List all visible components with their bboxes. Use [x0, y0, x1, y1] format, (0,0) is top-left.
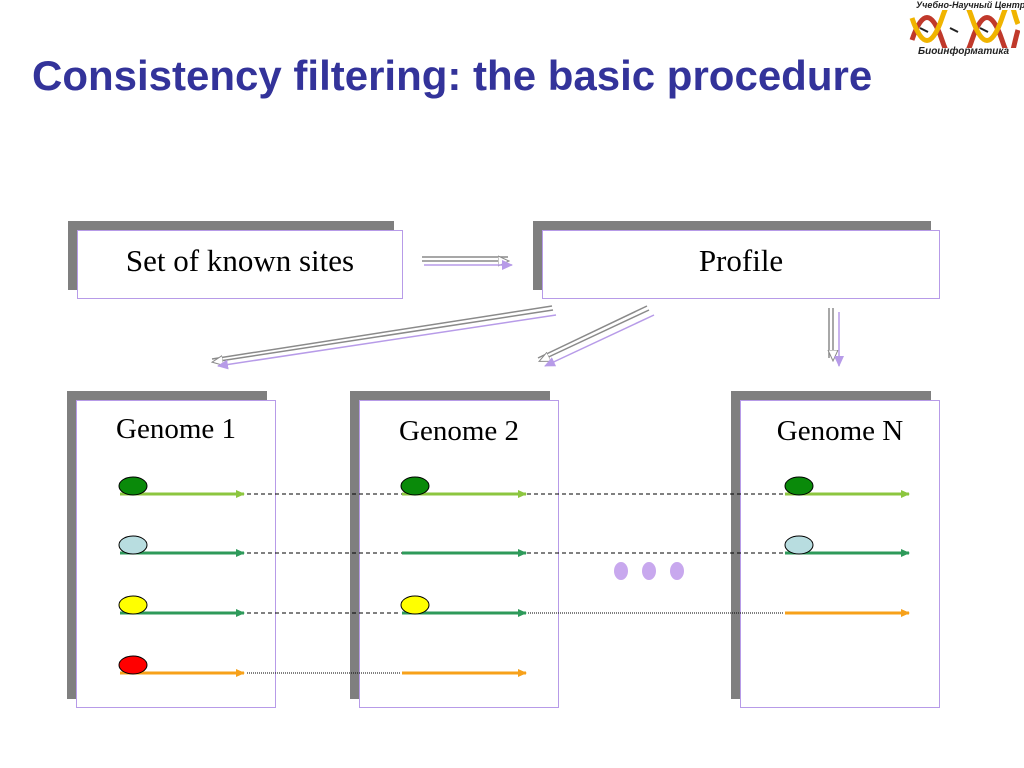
- genome-2-label: Genome 2: [399, 415, 519, 447]
- logo-bottom-text: Биоинформатика: [918, 46, 1010, 57]
- arrow-profile-to-genome-1: [212, 305, 557, 370]
- known-sites-box: Set of known sites: [77, 230, 403, 299]
- logo-top-text: Учебно-Научный Центр: [916, 0, 1024, 10]
- profile-label: Profile: [698, 243, 784, 278]
- slide-title: Consistency filtering: the basic procedu…: [32, 52, 873, 99]
- profile-box: Profile: [542, 230, 940, 299]
- logo: Учебно-Научный Центр Биоинформатика: [902, 0, 1024, 64]
- genome-1-genes: [118, 476, 245, 677]
- genome-n-label: Genome N: [776, 415, 904, 447]
- arrow-sites-to-profile: [422, 257, 513, 270]
- genome-2-genes: [400, 476, 527, 677]
- ellipsis-dots: [614, 562, 684, 580]
- arrow-profile-to-genome-2: [537, 305, 655, 367]
- genome-n-genes: [784, 476, 910, 617]
- connector-lines: [247, 493, 783, 674]
- arrow-profile-to-genome-n: [829, 308, 844, 367]
- known-sites-label: Set of known sites: [125, 243, 355, 278]
- dna-helix-icon: [909, 10, 1020, 48]
- genome-1-label: Genome 1: [116, 413, 236, 445]
